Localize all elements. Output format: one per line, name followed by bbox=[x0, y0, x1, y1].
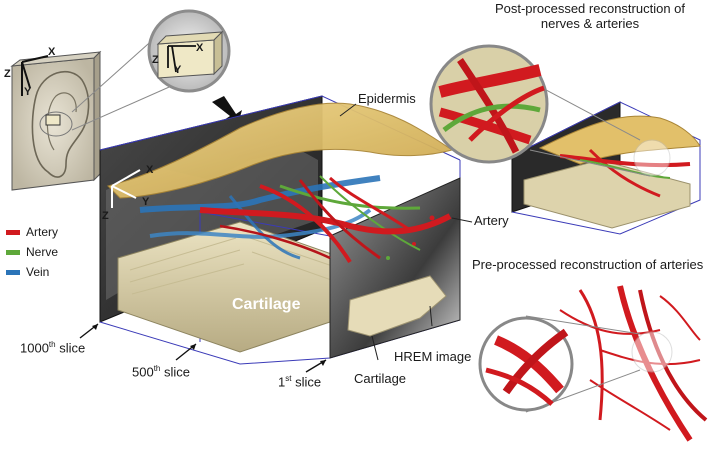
pre-zoom-artery bbox=[502, 328, 569, 395]
artery-label: Artery bbox=[474, 213, 509, 228]
artery-branch bbox=[259, 184, 352, 264]
legend-swatch-artery bbox=[6, 229, 20, 235]
artery-branch bbox=[219, 224, 331, 260]
legend-label-artery: Artery bbox=[26, 225, 59, 239]
pre-processed-panel bbox=[478, 285, 708, 442]
slice-1000-label: 1000th slice bbox=[20, 340, 85, 356]
legend-swatch-vein bbox=[6, 269, 20, 275]
zoom-y-label: Y bbox=[174, 64, 182, 76]
post-frame bbox=[511, 101, 701, 235]
pre-processed-title: Pre-processed reconstruction of arteries bbox=[472, 257, 704, 272]
slice-500-label: 500th slice bbox=[132, 364, 190, 380]
ear-inset bbox=[10, 50, 102, 191]
zoom-z-label: Z bbox=[152, 54, 159, 66]
ear-x-axis bbox=[21, 55, 49, 63]
post-magnify-spot bbox=[633, 139, 671, 177]
pre-artery bbox=[578, 289, 604, 421]
ear-z-label: Z bbox=[4, 68, 11, 80]
slice-1000-number: 1000 bbox=[20, 340, 49, 356]
legend-item-artery: Artery bbox=[6, 222, 58, 242]
epidermis-label: Epidermis bbox=[358, 91, 416, 106]
slice-500-word: slice bbox=[164, 364, 191, 380]
post-nerve bbox=[579, 159, 671, 179]
zoom-circle bbox=[147, 9, 231, 93]
cartilage-bottom-label: Cartilage bbox=[354, 371, 407, 386]
legend-item-vein: Vein bbox=[6, 262, 58, 282]
nerve-branch bbox=[319, 175, 421, 251]
slice-500-number: 500 bbox=[132, 364, 154, 380]
artery-leader bbox=[451, 217, 473, 223]
slice-1-number: 1 bbox=[278, 374, 286, 390]
post-zoom-artery bbox=[457, 58, 520, 154]
post-artery bbox=[588, 148, 661, 198]
cartilage-leader bbox=[371, 335, 379, 361]
slice-1000-arrowhead bbox=[92, 324, 98, 330]
cartilage-texture bbox=[129, 237, 355, 295]
front-slice-artery-dot bbox=[429, 215, 435, 221]
artery-branch bbox=[328, 176, 411, 232]
post-epidermis bbox=[538, 115, 701, 165]
ear-selection-block bbox=[45, 114, 61, 126]
block-z-label: Z bbox=[102, 210, 109, 222]
epidermis-leader bbox=[339, 103, 357, 117]
block-x-axis bbox=[111, 169, 141, 187]
slice-1-word: slice bbox=[295, 374, 322, 390]
legend-item-nerve: Nerve bbox=[6, 242, 58, 262]
ear-outline bbox=[31, 70, 90, 178]
slice-1000-suffix: th bbox=[48, 340, 56, 349]
nerve-main bbox=[279, 184, 421, 210]
slice-1000-word: slice bbox=[59, 340, 86, 356]
hrem-leader bbox=[429, 305, 433, 327]
front-slice-cartilage bbox=[347, 275, 447, 337]
block-x-label: X bbox=[146, 164, 154, 176]
hrem-image-label: HREM image bbox=[394, 349, 472, 364]
zoom-x-label: X bbox=[196, 42, 204, 54]
zoom-block-side bbox=[213, 30, 223, 76]
legend-label-nerve: Nerve bbox=[26, 245, 59, 259]
pre-magnify-spot bbox=[631, 331, 673, 373]
post-zoom-nerve bbox=[442, 103, 541, 132]
legend: Artery Nerve Vein bbox=[6, 222, 58, 282]
post-processed-panel bbox=[429, 44, 701, 235]
legend-label-vein: Vein bbox=[26, 265, 50, 279]
zoom-y-axis bbox=[171, 45, 177, 73]
block-y-axis bbox=[111, 185, 137, 199]
zoom-connector-bottom bbox=[71, 83, 177, 131]
ear-x-label: X bbox=[48, 46, 56, 58]
slice-1-label: 1st slice bbox=[278, 374, 321, 390]
block-y-label: Y bbox=[142, 196, 150, 208]
front-slice-nerve-dot bbox=[386, 256, 390, 260]
slice-500-suffix: th bbox=[153, 364, 161, 373]
artery-branch bbox=[298, 179, 381, 260]
ear-y-axis bbox=[21, 61, 31, 89]
ear-selection-ring bbox=[39, 111, 73, 137]
pre-zoom-artery bbox=[485, 367, 554, 406]
artery-main bbox=[199, 207, 452, 235]
cartilage-center-label: Cartilage bbox=[232, 296, 301, 313]
front-slice-artery-dot bbox=[412, 242, 416, 246]
post-zoom-artery bbox=[468, 85, 545, 142]
legend-swatch-nerve bbox=[6, 249, 20, 255]
pre-connector bbox=[525, 315, 641, 335]
post-processed-title: Post-processed reconstruction of nerves … bbox=[494, 1, 686, 31]
pre-artery bbox=[659, 295, 701, 341]
slice-500-arrowhead bbox=[190, 344, 196, 350]
slice-1-arrowhead bbox=[320, 360, 326, 366]
ear-block-side bbox=[93, 50, 101, 182]
slice-1-suffix: st bbox=[285, 374, 292, 383]
main-reconstruction bbox=[99, 95, 461, 365]
post-artery bbox=[559, 154, 691, 168]
post-connector bbox=[529, 149, 651, 177]
post-zoom-artery bbox=[438, 64, 542, 98]
ear-y-label: Y bbox=[24, 86, 32, 98]
